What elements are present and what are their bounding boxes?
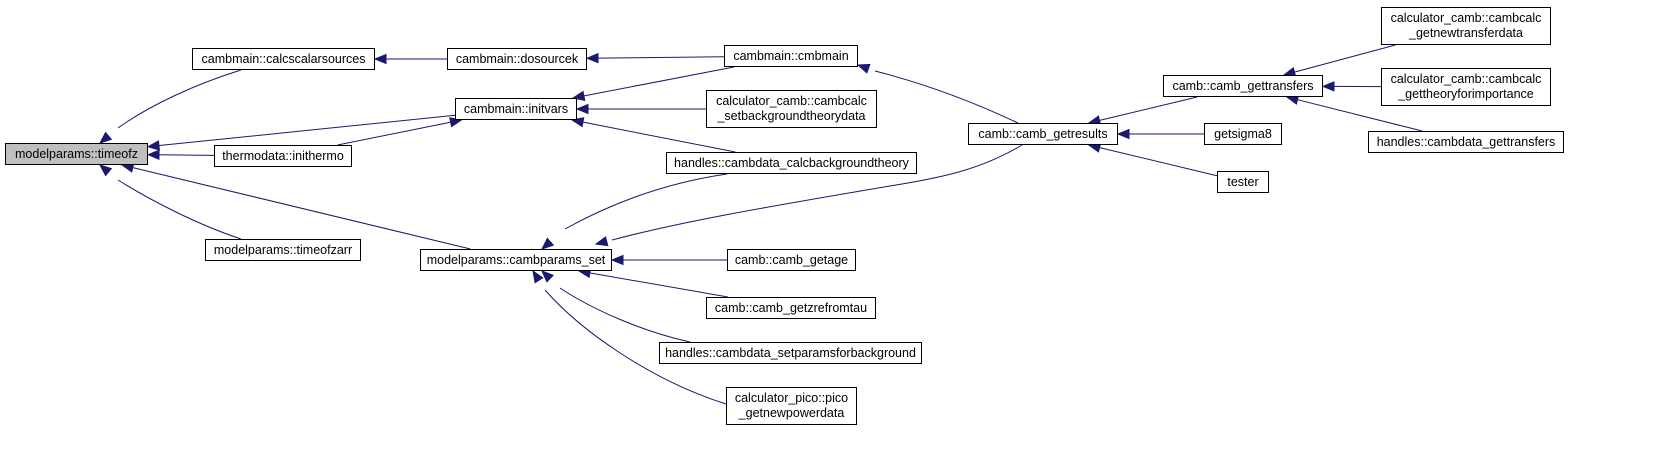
graph-node-camb_getage[interactable]: camb::camb_getage — [727, 249, 856, 271]
graph-node-getnewtransferdata[interactable]: calculator_camb::cambcalc _getnewtransfe… — [1381, 7, 1551, 45]
graph-node-pico_getnewpowerdata[interactable]: calculator_pico::pico _getnewpowerdata — [726, 387, 857, 425]
edge-timeofzarr-to-timeofz-arrowhead — [98, 164, 113, 177]
graph-node-initvars[interactable]: cambmain::initvars — [455, 98, 577, 120]
edge-camb_getresults-to-cmbmain — [874, 70, 1019, 124]
edge-cmbmain-to-initvars — [582, 66, 735, 97]
graph-node-dosourcek[interactable]: cambmain::dosourcek — [447, 48, 587, 70]
edge-gettheoryforimportance-to-camb_gettransfers-arrowhead — [1321, 81, 1335, 92]
edge-inithermo-to-timeofz-arrowhead — [146, 149, 160, 161]
edge-cmbmain-to-dosourcek — [596, 56, 725, 59]
graph-node-getsigma8[interactable]: getsigma8 — [1204, 123, 1282, 145]
edge-pico_getnewpowerdata-to-cambparams_set — [544, 289, 727, 405]
edge-setparamsforbackground-to-cambparams_set — [559, 287, 691, 343]
edge-tester-to-camb_getresults — [1098, 146, 1218, 177]
graph-node-timeofzarr[interactable]: modelparams::timeofzarr — [205, 239, 361, 261]
graph-node-gettheoryforimportance[interactable]: calculator_camb::cambcalc _gettheoryfori… — [1381, 68, 1551, 106]
edge-inithermo-to-timeofz — [157, 154, 215, 156]
edge-calcscalarsources-to-timeofz — [117, 69, 242, 129]
edge-pico_getnewpowerdata-to-cambparams_set-arrowhead — [532, 269, 544, 284]
graph-node-setbackgroundtheorydata[interactable]: calculator_camb::cambcalc _setbackground… — [706, 90, 877, 128]
graph-node-camb_gettransfers[interactable]: camb::camb_gettransfers — [1163, 75, 1323, 97]
edge-timeofzarr-to-timeofz — [117, 179, 242, 240]
edge-cambdata_gettransfers-to-camb_gettransfers — [1296, 98, 1423, 132]
graph-node-camb_getresults[interactable]: camb::camb_getresults — [968, 123, 1118, 145]
edge-calcbackgroundtheory-to-cambparams_set — [564, 173, 728, 230]
graph-node-cambparams_set[interactable]: modelparams::cambparams_set — [420, 249, 612, 271]
edge-calcbackgroundtheory-to-cambparams_set-arrowhead — [541, 237, 555, 250]
edge-getsigma8-to-camb_getresults-arrowhead — [1116, 128, 1130, 140]
graph-node-setparamsforbackground[interactable]: handles::cambdata_setparamsforbackground — [659, 342, 922, 364]
edge-setparamsforbackground-to-cambparams_set-arrowhead — [541, 270, 554, 283]
edge-dosourcek-to-calcscalarsources-arrowhead — [373, 53, 387, 65]
graph-node-tester[interactable]: tester — [1217, 171, 1269, 193]
edge-setbackgroundtheorydata-to-initvars-arrowhead — [575, 103, 589, 115]
edge-camb_getresults-to-cambparams_set — [611, 144, 1023, 241]
graph-node-calcscalarsources[interactable]: cambmain::calcscalarsources — [192, 48, 375, 70]
edge-camb_getage-to-cambparams_set-arrowhead — [610, 254, 624, 266]
edge-camb_getresults-to-cmbmain-arrowhead — [856, 63, 871, 74]
edge-getnewtransferdata-to-camb_gettransfers — [1293, 44, 1396, 73]
edge-initvars-to-timeofz-arrowhead — [146, 140, 160, 151]
edge-cambparams_set-to-timeofz — [131, 166, 471, 250]
edge-camb_getresults-to-cambparams_set-arrowhead — [594, 236, 609, 247]
edge-initvars-to-timeofz — [157, 114, 456, 147]
edge-camb_getzrefromtau-to-cambparams_set — [588, 272, 729, 298]
graph-node-camb_getzrefromtau[interactable]: camb::camb_getzrefromtau — [706, 297, 876, 319]
edge-calcscalarsources-to-timeofz-arrowhead — [98, 131, 113, 144]
edge-cmbmain-to-dosourcek-arrowhead — [585, 52, 599, 64]
edge-inithermo-to-initvars — [337, 121, 452, 146]
graph-node-cmbmain[interactable]: cambmain::cmbmain — [724, 45, 858, 67]
graph-node-calcbackgroundtheory[interactable]: handles::cambdata_calcbackgroundtheory — [666, 152, 917, 174]
graph-node-timeofz: modelparams::timeofz — [5, 143, 148, 165]
graph-node-cambdata_gettransfers[interactable]: handles::cambdata_gettransfers — [1368, 131, 1564, 153]
edge-calcbackgroundtheory-to-initvars — [581, 121, 736, 153]
graph-node-inithermo[interactable]: thermodata::inithermo — [214, 145, 352, 167]
edge-camb_gettransfers-to-camb_getresults — [1098, 96, 1198, 122]
